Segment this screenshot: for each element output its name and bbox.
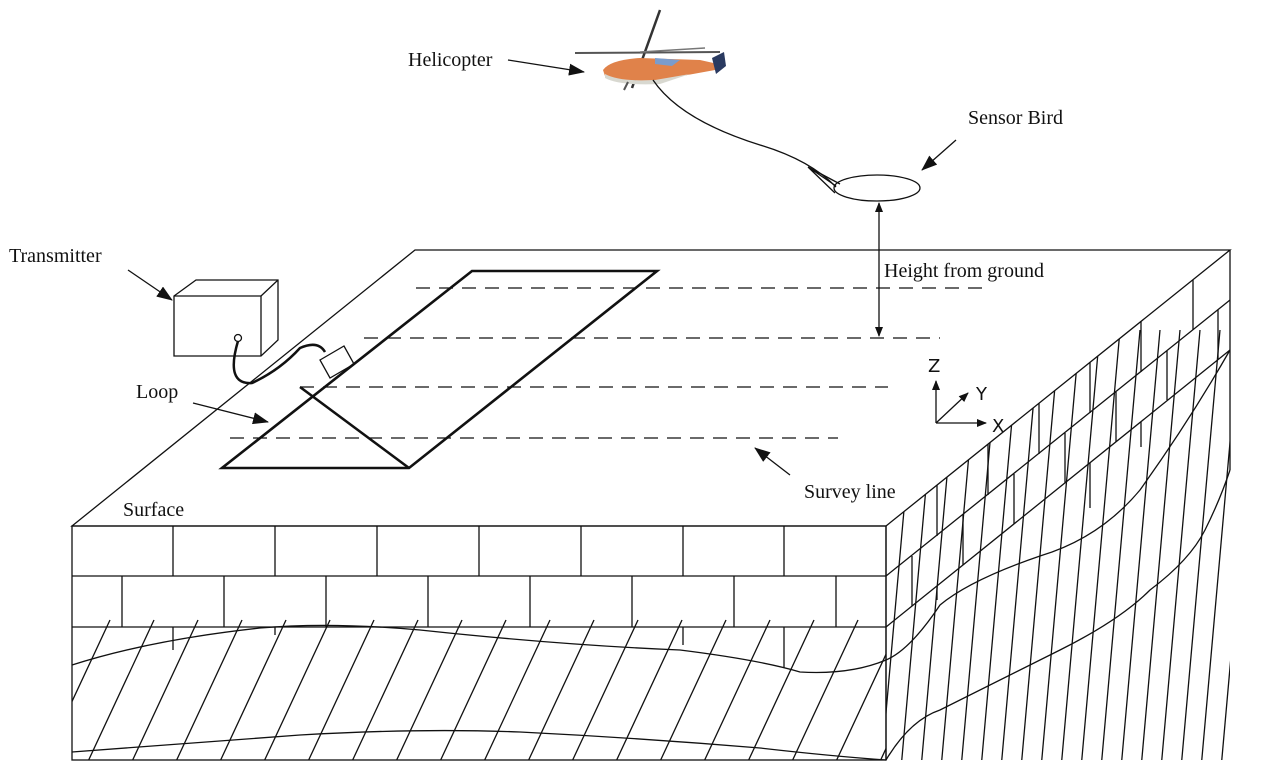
hatch-line [611, 619, 683, 760]
surface-label: Surface [123, 499, 184, 521]
hatch-line [72, 619, 111, 760]
hatch-line [831, 619, 886, 760]
tow-cable [652, 79, 837, 188]
cable [232, 340, 327, 385]
survey-line-arrow [754, 447, 791, 476]
hatch-line [127, 619, 199, 760]
sensor-bird [833, 174, 921, 202]
survey-lines [230, 287, 990, 439]
loop-connector [319, 345, 355, 379]
hatch-line [1119, 329, 1161, 760]
loop-label: Loop [136, 381, 178, 403]
z-axis-label: Z [928, 356, 940, 377]
helicopter-arrow [507, 59, 585, 76]
transmitter-label: Transmitter [9, 245, 102, 267]
hatch-line [391, 619, 463, 760]
y-axis-label: Y [975, 384, 988, 405]
hatch-line [303, 619, 375, 760]
hatch-line [1019, 329, 1061, 760]
hatch-line [479, 619, 551, 760]
helicopter-label: Helicopter [408, 49, 493, 71]
side-face [885, 250, 1231, 761]
sensor-bird-label: Sensor Bird [968, 107, 1063, 129]
transmitter-arrow [127, 269, 173, 301]
hatch-line [523, 619, 595, 760]
hatch-line [1179, 329, 1221, 760]
hatch-line [1079, 329, 1121, 760]
hatch-line [743, 619, 815, 760]
survey-line-label: Survey line [804, 481, 896, 503]
loop-arrow [192, 402, 269, 425]
hatch-line [1199, 329, 1230, 760]
y-axis-arrow [935, 392, 969, 424]
ground-surface [70, 249, 1232, 527]
hatch-line [1039, 329, 1081, 760]
hatch-line [83, 619, 155, 760]
hatch-line [435, 619, 507, 760]
sensor-bird-arrow [921, 139, 957, 171]
hatch-line [215, 619, 287, 760]
hatch-line [939, 329, 981, 760]
loop [218, 269, 661, 470]
hatch-line [567, 619, 639, 760]
transmitter-box [173, 279, 279, 357]
hatch-line [787, 619, 859, 760]
hatch-line [1099, 329, 1141, 760]
front-face [71, 525, 887, 761]
height-label: Height from ground [884, 260, 1044, 282]
hatch-line [999, 329, 1041, 760]
hatch-line [1059, 329, 1101, 760]
axis-triad: Z Y X [928, 356, 1004, 437]
hatch-line [171, 619, 243, 760]
hatch-line [1139, 329, 1181, 760]
hatch-line [347, 619, 419, 760]
helicopter-icon [574, 9, 726, 91]
hatch-line [259, 619, 331, 760]
hatch-line [699, 619, 771, 760]
bird-harness [807, 166, 841, 194]
hatch-line [1219, 329, 1230, 760]
hatch-line [655, 619, 727, 760]
hatch-line [919, 329, 961, 760]
hatch-line [1159, 329, 1201, 760]
x-axis-label: X [992, 416, 1004, 437]
